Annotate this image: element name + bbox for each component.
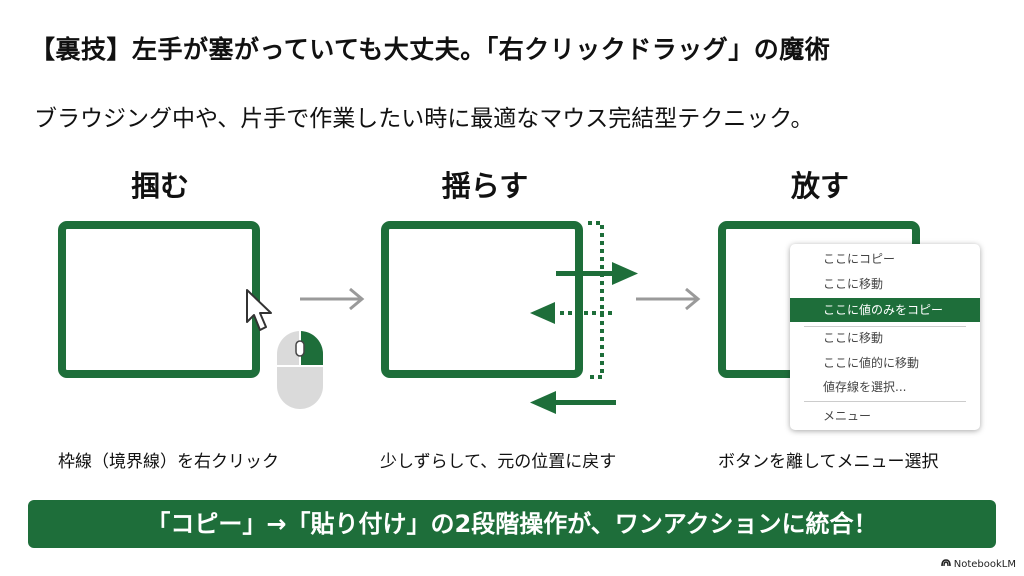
- arrow-right-icon: [636, 287, 701, 311]
- slide-title: 【裏技】左手が塞がっていても大丈夫。「右クリックドラッグ」の魔術: [30, 35, 831, 64]
- notebooklm-logo-icon: [940, 559, 951, 567]
- step-3-caption: ボタンを離してメニュー選択: [718, 452, 939, 472]
- mouse-icon: [277, 331, 323, 409]
- step-1-title: 掴む: [130, 169, 189, 203]
- return-left-arrow: [530, 391, 616, 414]
- menu-separator: [804, 326, 966, 327]
- menu-item-menu[interactable]: メニュー: [823, 409, 872, 423]
- step-1-frame: [58, 221, 260, 378]
- shift-left-dotted-arrow: [530, 302, 616, 324]
- menu-separator: [804, 401, 966, 402]
- context-menu: ここにコピー ここに移動 ここに値のみをコピー ここに移動 ここに値的に移動 値…: [790, 244, 980, 430]
- step-2-caption: 少しずらして、元の位置に戻す: [380, 452, 617, 472]
- mouse-pointer-icon: [246, 289, 272, 331]
- step-2-frame: [381, 221, 583, 378]
- shift-right-arrow: [556, 262, 638, 285]
- arrow-right-icon: [300, 287, 365, 311]
- step-2-title: 揺らす: [441, 169, 529, 203]
- menu-item-move-here[interactable]: ここに移動: [823, 277, 884, 291]
- dotted-frame-edge: [588, 221, 604, 379]
- brand-watermark: NotebookLM: [940, 558, 1016, 570]
- menu-item-select-range[interactable]: 値存線を選択...: [823, 380, 907, 394]
- step-1-caption: 枠線（境界線）を右クリック: [58, 452, 279, 472]
- slide-subtitle: ブラウジング中や、片手で作業したい時に最適なマウス完結型テクニック。: [34, 106, 814, 132]
- menu-item-copy-values-only[interactable]: ここに値のみをコピー: [790, 298, 980, 322]
- menu-item-move-as-values[interactable]: ここに値的に移動: [823, 356, 920, 370]
- menu-item-copy-here[interactable]: ここにコピー: [823, 252, 896, 266]
- step-3-title: 放す: [790, 169, 849, 203]
- summary-banner: 「コピー」→「貼り付け」の2段階操作が、ワンアクションに統合！: [28, 500, 996, 548]
- brand-label: NotebookLM: [953, 559, 1016, 570]
- menu-item-move-here-2[interactable]: ここに移動: [823, 331, 884, 345]
